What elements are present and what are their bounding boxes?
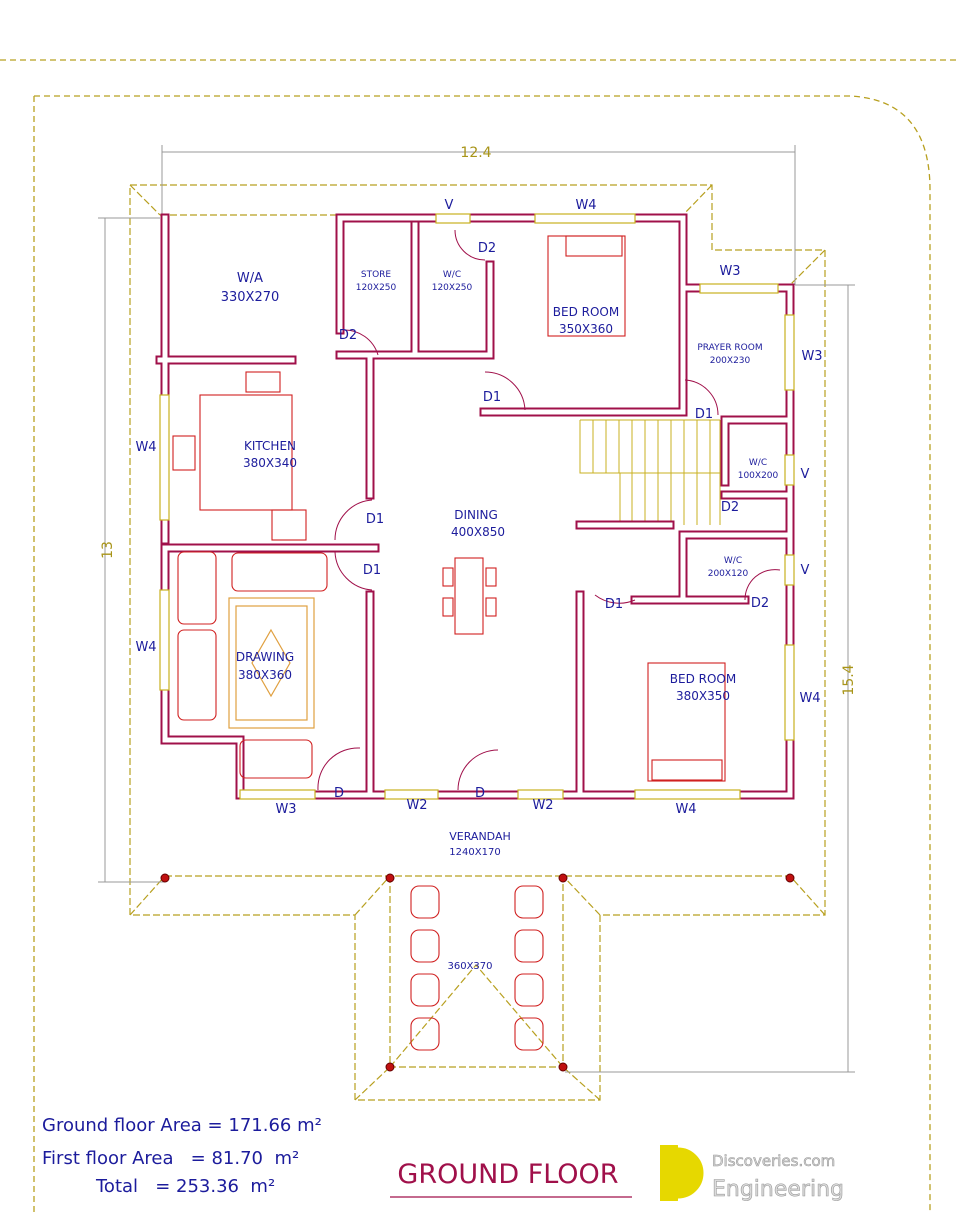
columns: [160, 873, 795, 1072]
opening-label: D1: [483, 390, 501, 405]
room-name: DINING: [454, 508, 498, 522]
room-name: KITCHEN: [244, 439, 296, 453]
bed-1: [547, 235, 626, 337]
opening-label: D: [475, 786, 485, 801]
opening-label: W4: [135, 440, 156, 455]
dimension-depth-right: 15.4: [841, 664, 857, 695]
opening-label: D1: [363, 563, 381, 578]
dining-table: [454, 557, 484, 635]
dimension-depth-left: 13: [100, 541, 116, 559]
total-area: Total = 253.36 m²: [95, 1176, 275, 1197]
room-size: 350X360: [559, 322, 613, 336]
room-name: W/C: [749, 458, 767, 468]
watermark-text: Discoveries.com: [712, 1152, 835, 1170]
opening-label: W4: [675, 802, 696, 817]
opening-label: D: [334, 786, 344, 801]
opening-label: W3: [275, 802, 296, 817]
room-name: VERANDAH: [449, 830, 511, 843]
room-size: 380X350: [676, 689, 730, 703]
opening-label: D2: [721, 500, 739, 515]
first-floor-area: First floor Area = 81.70 m²: [42, 1148, 299, 1169]
room-labels: W/A 330X270 STORE 120X250 W/C 120X250 BE…: [221, 270, 779, 972]
room-name: W/C: [443, 270, 461, 280]
furniture: [172, 235, 726, 782]
watermark-text: Engineering: [712, 1177, 844, 1202]
opening-label: D2: [339, 328, 357, 343]
sofa-1: [177, 551, 217, 625]
room-size: 380X340: [243, 456, 297, 470]
sofa-2: [177, 629, 217, 721]
opening-label: W4: [575, 198, 596, 213]
room-size: 100X200: [738, 471, 779, 481]
room-size: 120X250: [356, 283, 397, 293]
room-name: W/C: [724, 556, 742, 566]
room-size: 120X250: [432, 283, 473, 293]
room-size: 360X370: [447, 961, 492, 972]
verandah-chairs: [410, 885, 544, 1051]
room-name: BED ROOM: [670, 672, 736, 686]
opening-label: W3: [719, 264, 740, 279]
dimension-width: 12.4: [460, 145, 491, 161]
opening-label: V: [445, 198, 454, 213]
windows: [159, 213, 795, 800]
stove: [172, 435, 196, 471]
watermark-logo: Discoveries.com Engineering: [660, 1142, 844, 1204]
opening-label: V: [801, 563, 810, 578]
room-size: 400X850: [451, 525, 505, 539]
room-name: W/A: [237, 271, 263, 286]
sofa-4: [239, 739, 313, 779]
opening-label: W3: [801, 349, 822, 364]
bed-2: [647, 662, 726, 782]
room-size: 200X120: [708, 569, 749, 579]
rug: [228, 597, 315, 729]
opening-label: V: [801, 467, 810, 482]
room-size: 1240X170: [449, 847, 500, 858]
plan-title: GROUND FLOOR: [397, 1159, 618, 1190]
dimension-lines: [98, 145, 855, 1073]
opening-labels: V W4 W3 W3 D2 D2 D1 D1 W4 V D2 D1 D1 D1 …: [135, 198, 822, 817]
room-name: DRAWING: [236, 650, 294, 664]
opening-label: D1: [366, 512, 384, 527]
opening-label: W4: [799, 691, 820, 706]
opening-label: W2: [406, 798, 427, 813]
room-name: STORE: [361, 270, 392, 280]
opening-label: D1: [605, 597, 623, 612]
room-name: BED ROOM: [553, 305, 619, 319]
room-size: 330X270: [221, 290, 280, 305]
room-name: PRAYER ROOM: [697, 343, 762, 353]
room-size: 380X360: [238, 668, 292, 682]
opening-label: W4: [135, 640, 156, 655]
door-swings: [317, 229, 781, 791]
room-size: 200X230: [710, 356, 751, 366]
roof-outline: [129, 184, 826, 1101]
opening-label: D1: [695, 407, 713, 422]
ground-floor-area: Ground floor Area = 171.66 m²: [42, 1115, 322, 1136]
opening-label: W2: [532, 798, 553, 813]
plot-boundary: [0, 59, 959, 1213]
sink: [245, 371, 281, 393]
opening-label: D2: [478, 241, 496, 256]
staircase: [579, 419, 721, 525]
opening-label: D2: [751, 596, 769, 611]
sofa-3: [231, 552, 328, 592]
